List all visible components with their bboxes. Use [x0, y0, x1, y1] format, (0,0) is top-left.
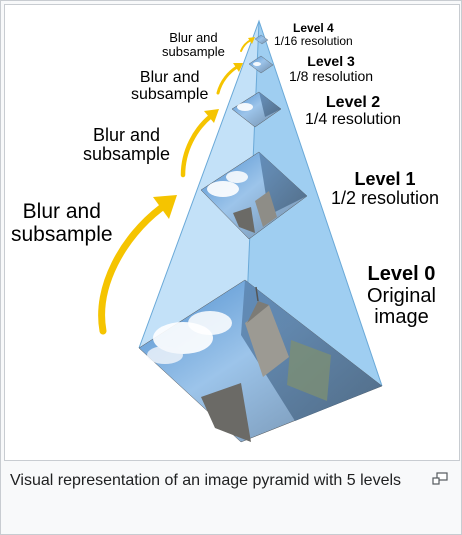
arrow-label-3: Blur and subsample — [131, 69, 208, 104]
enlarge-icon-glyph — [432, 472, 448, 485]
level-1-name: Level 1 — [354, 169, 416, 189]
arrow-label-4: Blur and subsample — [162, 30, 225, 60]
arrow-label-4-line1: Blur and — [169, 30, 218, 45]
blur-arrow-2 — [180, 113, 214, 178]
blur-arrowhead-4 — [248, 37, 255, 44]
level-2-name: Level 2 — [325, 94, 381, 111]
level-2-desc: 1/4 resolution — [305, 111, 402, 129]
arrow-label-2: Blur and subsample — [83, 125, 171, 165]
level-0-desc-line1: Original — [367, 284, 436, 307]
arrow-label-1-line2: subsample — [11, 222, 113, 246]
figure-caption: Visual representation of an image pyrami… — [10, 472, 402, 489]
level-1-desc: 1/2 resolution — [331, 188, 440, 209]
pyramid-diagram — [98, 19, 383, 443]
blur-arrow-1 — [98, 204, 165, 335]
level-3-desc: 1/8 resolution — [289, 68, 374, 85]
level-0-name: Level 0 — [367, 263, 436, 285]
blur-arrow-3 — [216, 65, 239, 95]
level-4-name: Level 4 — [293, 21, 334, 35]
blur-arrowhead-2 — [204, 109, 219, 123]
arrow-label-2-line1: Blur and — [93, 125, 161, 145]
level-4-image-tile — [254, 34, 269, 45]
arrow-label-2-line2: subsample — [83, 144, 171, 165]
arrow-label-3-line1: Blur and — [139, 69, 200, 86]
level-0-image-tile — [138, 279, 383, 443]
level-4-desc: 1/16 resolution — [274, 33, 353, 48]
enlarge-icon[interactable] — [432, 472, 448, 486]
level-1-label: Level 1 1/2 resolution — [331, 169, 440, 209]
level-3-image-tile — [248, 55, 274, 74]
arrow-label-1: Blur and subsample — [11, 200, 113, 246]
level-3-name: Level 3 — [307, 53, 355, 69]
arrow-label-1-line1: Blur and — [22, 200, 101, 223]
level-2-image-tile — [231, 91, 282, 128]
level-0-desc-line2: image — [374, 306, 429, 329]
pyramid-image[interactable]: Blur and subsample Blur and subsample Bl… — [4, 4, 460, 461]
arrow-label-3-line2: subsample — [131, 86, 209, 104]
blur-arrowhead-3 — [233, 63, 243, 72]
blur-arrowhead-1 — [153, 195, 177, 219]
level-0-label: Level 0 Original image — [367, 263, 436, 329]
arrow-label-4-line2: subsample — [162, 44, 225, 60]
level-4-label: Level 4 1/16 resolution — [274, 22, 353, 48]
level-3-label: Level 3 1/8 resolution — [289, 53, 374, 85]
level-1-image-tile — [200, 151, 308, 240]
level-2-label: Level 2 1/4 resolution — [305, 94, 401, 129]
